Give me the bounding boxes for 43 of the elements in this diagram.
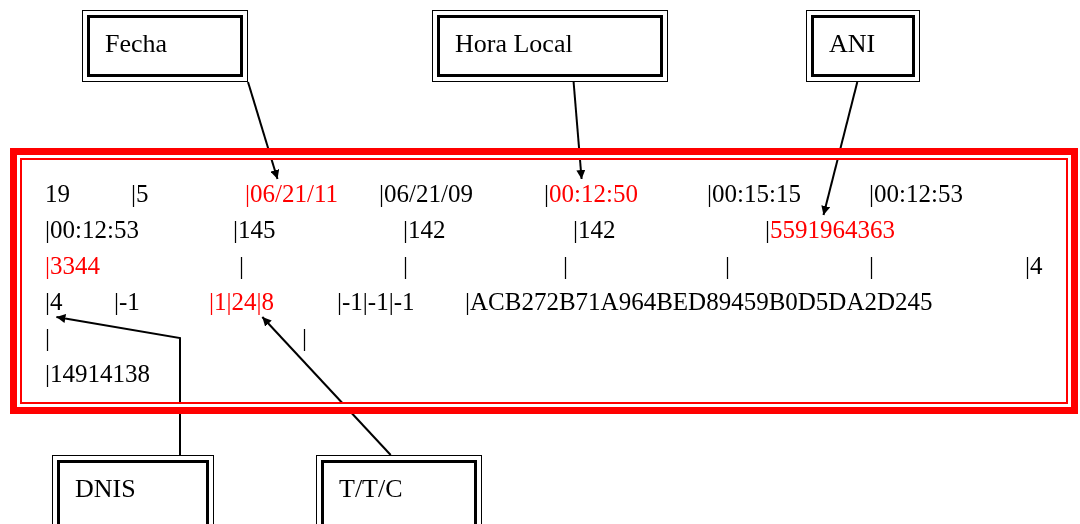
leader-arrow xyxy=(572,81,586,180)
field-value: |142 xyxy=(573,215,616,245)
field-value: |00:15:15 xyxy=(707,179,801,209)
field-value: |-1|-1|-1 xyxy=(337,287,415,317)
callout-label: ANI xyxy=(829,29,876,59)
leader-arrow xyxy=(261,316,392,456)
callout-box xyxy=(806,10,920,82)
callout-label: Fecha xyxy=(105,29,168,59)
field-value: |14914138 xyxy=(45,359,150,389)
field-value: |5 xyxy=(131,179,149,209)
field-value: |00:12:53 xyxy=(45,215,139,245)
callout-box xyxy=(82,10,248,82)
field-value: |06/21/11 xyxy=(245,179,338,209)
field-value: |06/21/09 xyxy=(379,179,473,209)
field-value: |00:12:53 xyxy=(869,179,963,209)
callout-label: Hora Local xyxy=(455,29,573,59)
record-frame xyxy=(10,148,1078,414)
field-value: |-1 xyxy=(114,287,140,317)
callout-box xyxy=(52,455,214,524)
field-value: | xyxy=(239,251,244,281)
field-value: |5591964363 xyxy=(765,215,895,245)
callout-label: DNIS xyxy=(75,474,136,504)
field-value: |4 xyxy=(1025,251,1043,281)
field-value: |ACB272B71A964BED89459B0D5DA2D245 xyxy=(465,287,933,317)
field-value: 19 xyxy=(45,179,70,209)
field-value: |145 xyxy=(233,215,276,245)
field-value: | xyxy=(302,323,307,353)
field-value: | xyxy=(45,323,50,353)
field-value: | xyxy=(563,251,568,281)
field-value: |142 xyxy=(403,215,446,245)
leader-arrow xyxy=(247,81,280,180)
field-value: | xyxy=(403,251,408,281)
callout-box xyxy=(432,10,668,82)
field-value: |4 xyxy=(45,287,63,317)
callout-box xyxy=(316,455,482,524)
callout-label: T/T/C xyxy=(339,474,403,504)
leader-arrow xyxy=(55,314,181,456)
field-value: |3344 xyxy=(45,251,100,281)
field-value: | xyxy=(869,251,874,281)
field-value: | xyxy=(725,251,730,281)
field-value: |1|24|8 xyxy=(209,287,274,317)
leader-arrow xyxy=(821,81,859,216)
field-value: |00:12:50 xyxy=(544,179,638,209)
